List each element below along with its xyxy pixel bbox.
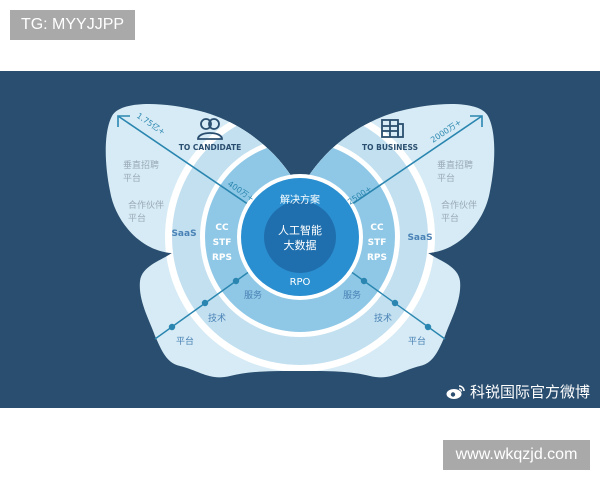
left-lower-inner: 服务 xyxy=(244,289,262,301)
diagram-panel: 解决方案 人工智能 大数据 RPO TO CANDIDATE TO BUSINE… xyxy=(0,71,600,408)
weibo-watermark: 科锐国际官方微博 xyxy=(446,381,590,402)
left-inner-item: CC xyxy=(215,223,229,233)
left-mid-label: SaaS xyxy=(171,229,196,239)
lower-lines xyxy=(154,270,446,340)
core-center-line2: 大数据 xyxy=(284,238,317,252)
candidate-icon xyxy=(197,118,223,140)
left-lower-outer: 平台 xyxy=(176,335,194,347)
right-inner-item: STF xyxy=(368,238,387,248)
left-outer-item: 平台 xyxy=(123,172,141,184)
left-inner-item: STF xyxy=(213,238,232,248)
upper-arrows xyxy=(117,115,483,210)
core-bottom-label: RPO xyxy=(290,277,311,288)
right-title: TO BUSINESS xyxy=(362,143,418,152)
right-outer-item: 平台 xyxy=(437,172,455,184)
right-outer-item: 平台 xyxy=(441,212,459,224)
business-icon xyxy=(381,119,404,138)
core-circle xyxy=(237,174,363,300)
left-lower-mid: 技术 xyxy=(208,312,226,324)
butterfly-diagram: 解决方案 人工智能 大数据 RPO TO CANDIDATE TO BUSINE… xyxy=(105,104,495,378)
left-title: TO CANDIDATE xyxy=(179,143,241,152)
right-outer-item: 垂直招聘 xyxy=(437,159,473,171)
weibo-icon xyxy=(446,384,465,399)
left-outer-item: 平台 xyxy=(128,212,146,224)
right-lower-mid: 技术 xyxy=(374,312,392,324)
right-outer-item: 合作伙伴 xyxy=(441,199,477,211)
left-inner-item: RPS xyxy=(212,253,232,263)
tg-badge: TG: MYYJJPP xyxy=(10,10,135,40)
left-outer-item: 合作伙伴 xyxy=(128,199,164,211)
url-badge: www.wkqzjd.com xyxy=(443,440,590,470)
weibo-text: 科锐国际官方微博 xyxy=(469,383,590,401)
right-lower-inner: 服务 xyxy=(343,289,361,301)
core-center-line1: 人工智能 xyxy=(278,223,322,237)
left-outer-item: 垂直招聘 xyxy=(123,159,159,171)
right-mid-label: SaaS xyxy=(407,233,432,243)
right-lower-outer: 平台 xyxy=(408,335,426,347)
core-top-label: 解决方案 xyxy=(280,193,320,206)
right-inner-item: RPS xyxy=(367,253,387,263)
right-inner-item: CC xyxy=(370,223,384,233)
